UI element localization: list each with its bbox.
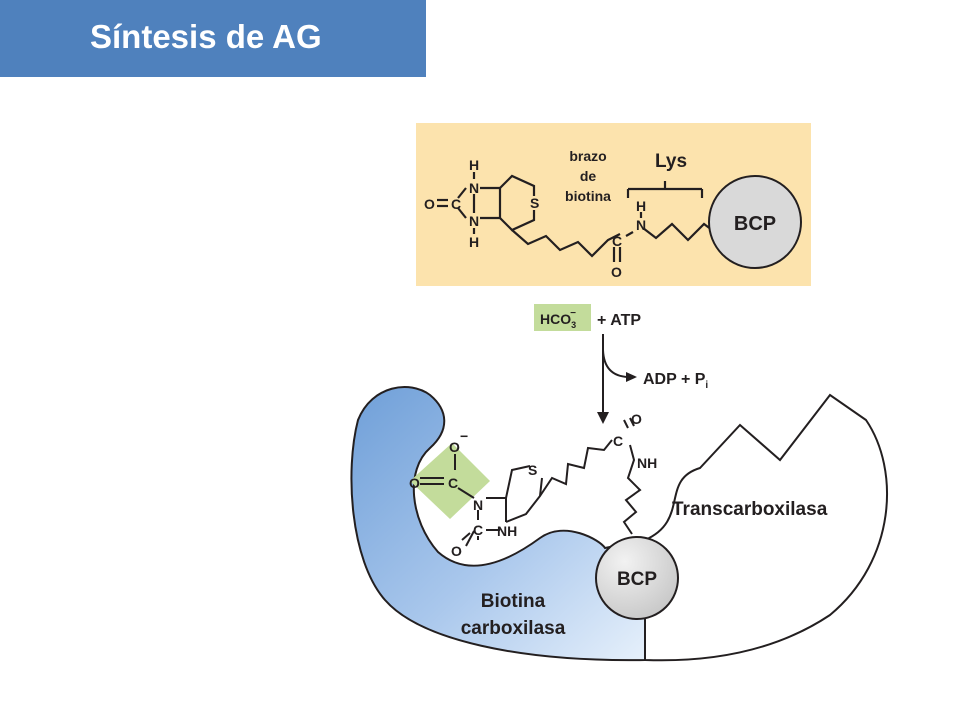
biotin-ring-bonds	[437, 172, 713, 262]
lys-label: Lys	[655, 151, 687, 172]
atom-o-ring: O	[451, 543, 462, 559]
atom-c-ring-bottom: C	[473, 522, 483, 538]
reaction-step: HCO3− + ATP ADP + Pi	[534, 304, 708, 424]
atom-minus-sign: −	[460, 428, 468, 444]
atom-n-amide: N	[636, 217, 646, 233]
biotin-carboxylase-body	[350, 386, 646, 662]
bcp-label-top: BCP	[734, 213, 776, 235]
atom-s-ring-bottom: S	[528, 462, 537, 478]
transcarboxylase-label: Transcarboxilasa	[672, 499, 828, 520]
hco3-label: HCO3−	[540, 308, 576, 330]
bcp-label-bottom: BCP	[617, 569, 657, 590]
atom-o-chain: O	[631, 411, 642, 427]
co2-highlight	[410, 443, 490, 519]
atom-c-carboxyl: C	[448, 475, 458, 491]
atom-o-minus: O	[449, 439, 460, 455]
atom-h-top: H	[469, 157, 479, 173]
arm-label-line-1: brazo	[569, 148, 606, 164]
atom-s-ring: S	[530, 195, 539, 211]
atom-n-bottom: N	[469, 213, 479, 229]
atom-o-double: O	[409, 475, 420, 491]
atom-n-ring: N	[473, 497, 483, 513]
title-bar	[0, 0, 426, 77]
atom-c-ring: C	[451, 196, 461, 212]
slide-title: Síntesis de AG	[90, 18, 322, 55]
adp-pi-label: ADP + Pi	[643, 371, 708, 391]
atom-o-left: O	[424, 196, 435, 212]
biotin-carboxylase-label-line-1: Biotina	[481, 591, 546, 612]
atom-nh-ring: NH	[497, 523, 517, 539]
adp-branch-arrow	[602, 349, 629, 378]
adp-branch-arrowhead	[626, 372, 637, 382]
hco3-box	[534, 304, 591, 331]
atom-c-amide: C	[612, 233, 622, 249]
bcp-circle-bottom	[595, 536, 679, 620]
atom-nh-chain: NH	[637, 455, 657, 471]
biotin-carboxylase-label-line-2: carboxilasa	[461, 618, 566, 639]
arm-label-line-2: de	[580, 168, 597, 184]
transcarboxylase-body	[644, 393, 888, 662]
biotin-arm-panel: H N O C N H S C O H N Lys brazo de bioti…	[416, 123, 811, 286]
bcp-circle-top	[708, 175, 802, 269]
carboxybiotin-bonds	[420, 417, 642, 547]
atom-h-amide: H	[636, 198, 646, 214]
lys-bracket	[626, 181, 704, 198]
atom-c-chain: C	[613, 433, 623, 449]
reaction-arrowhead	[597, 412, 609, 424]
arm-label-line-3: biotina	[565, 188, 611, 204]
plus-atp-label: + ATP	[597, 312, 641, 329]
atom-n-top: N	[469, 180, 479, 196]
atom-h-bottom: H	[469, 234, 479, 250]
enzyme-complex: O − O C N S C NH O O C NH BCP Transcarbo…	[350, 386, 888, 662]
atom-o-amide: O	[611, 264, 622, 280]
